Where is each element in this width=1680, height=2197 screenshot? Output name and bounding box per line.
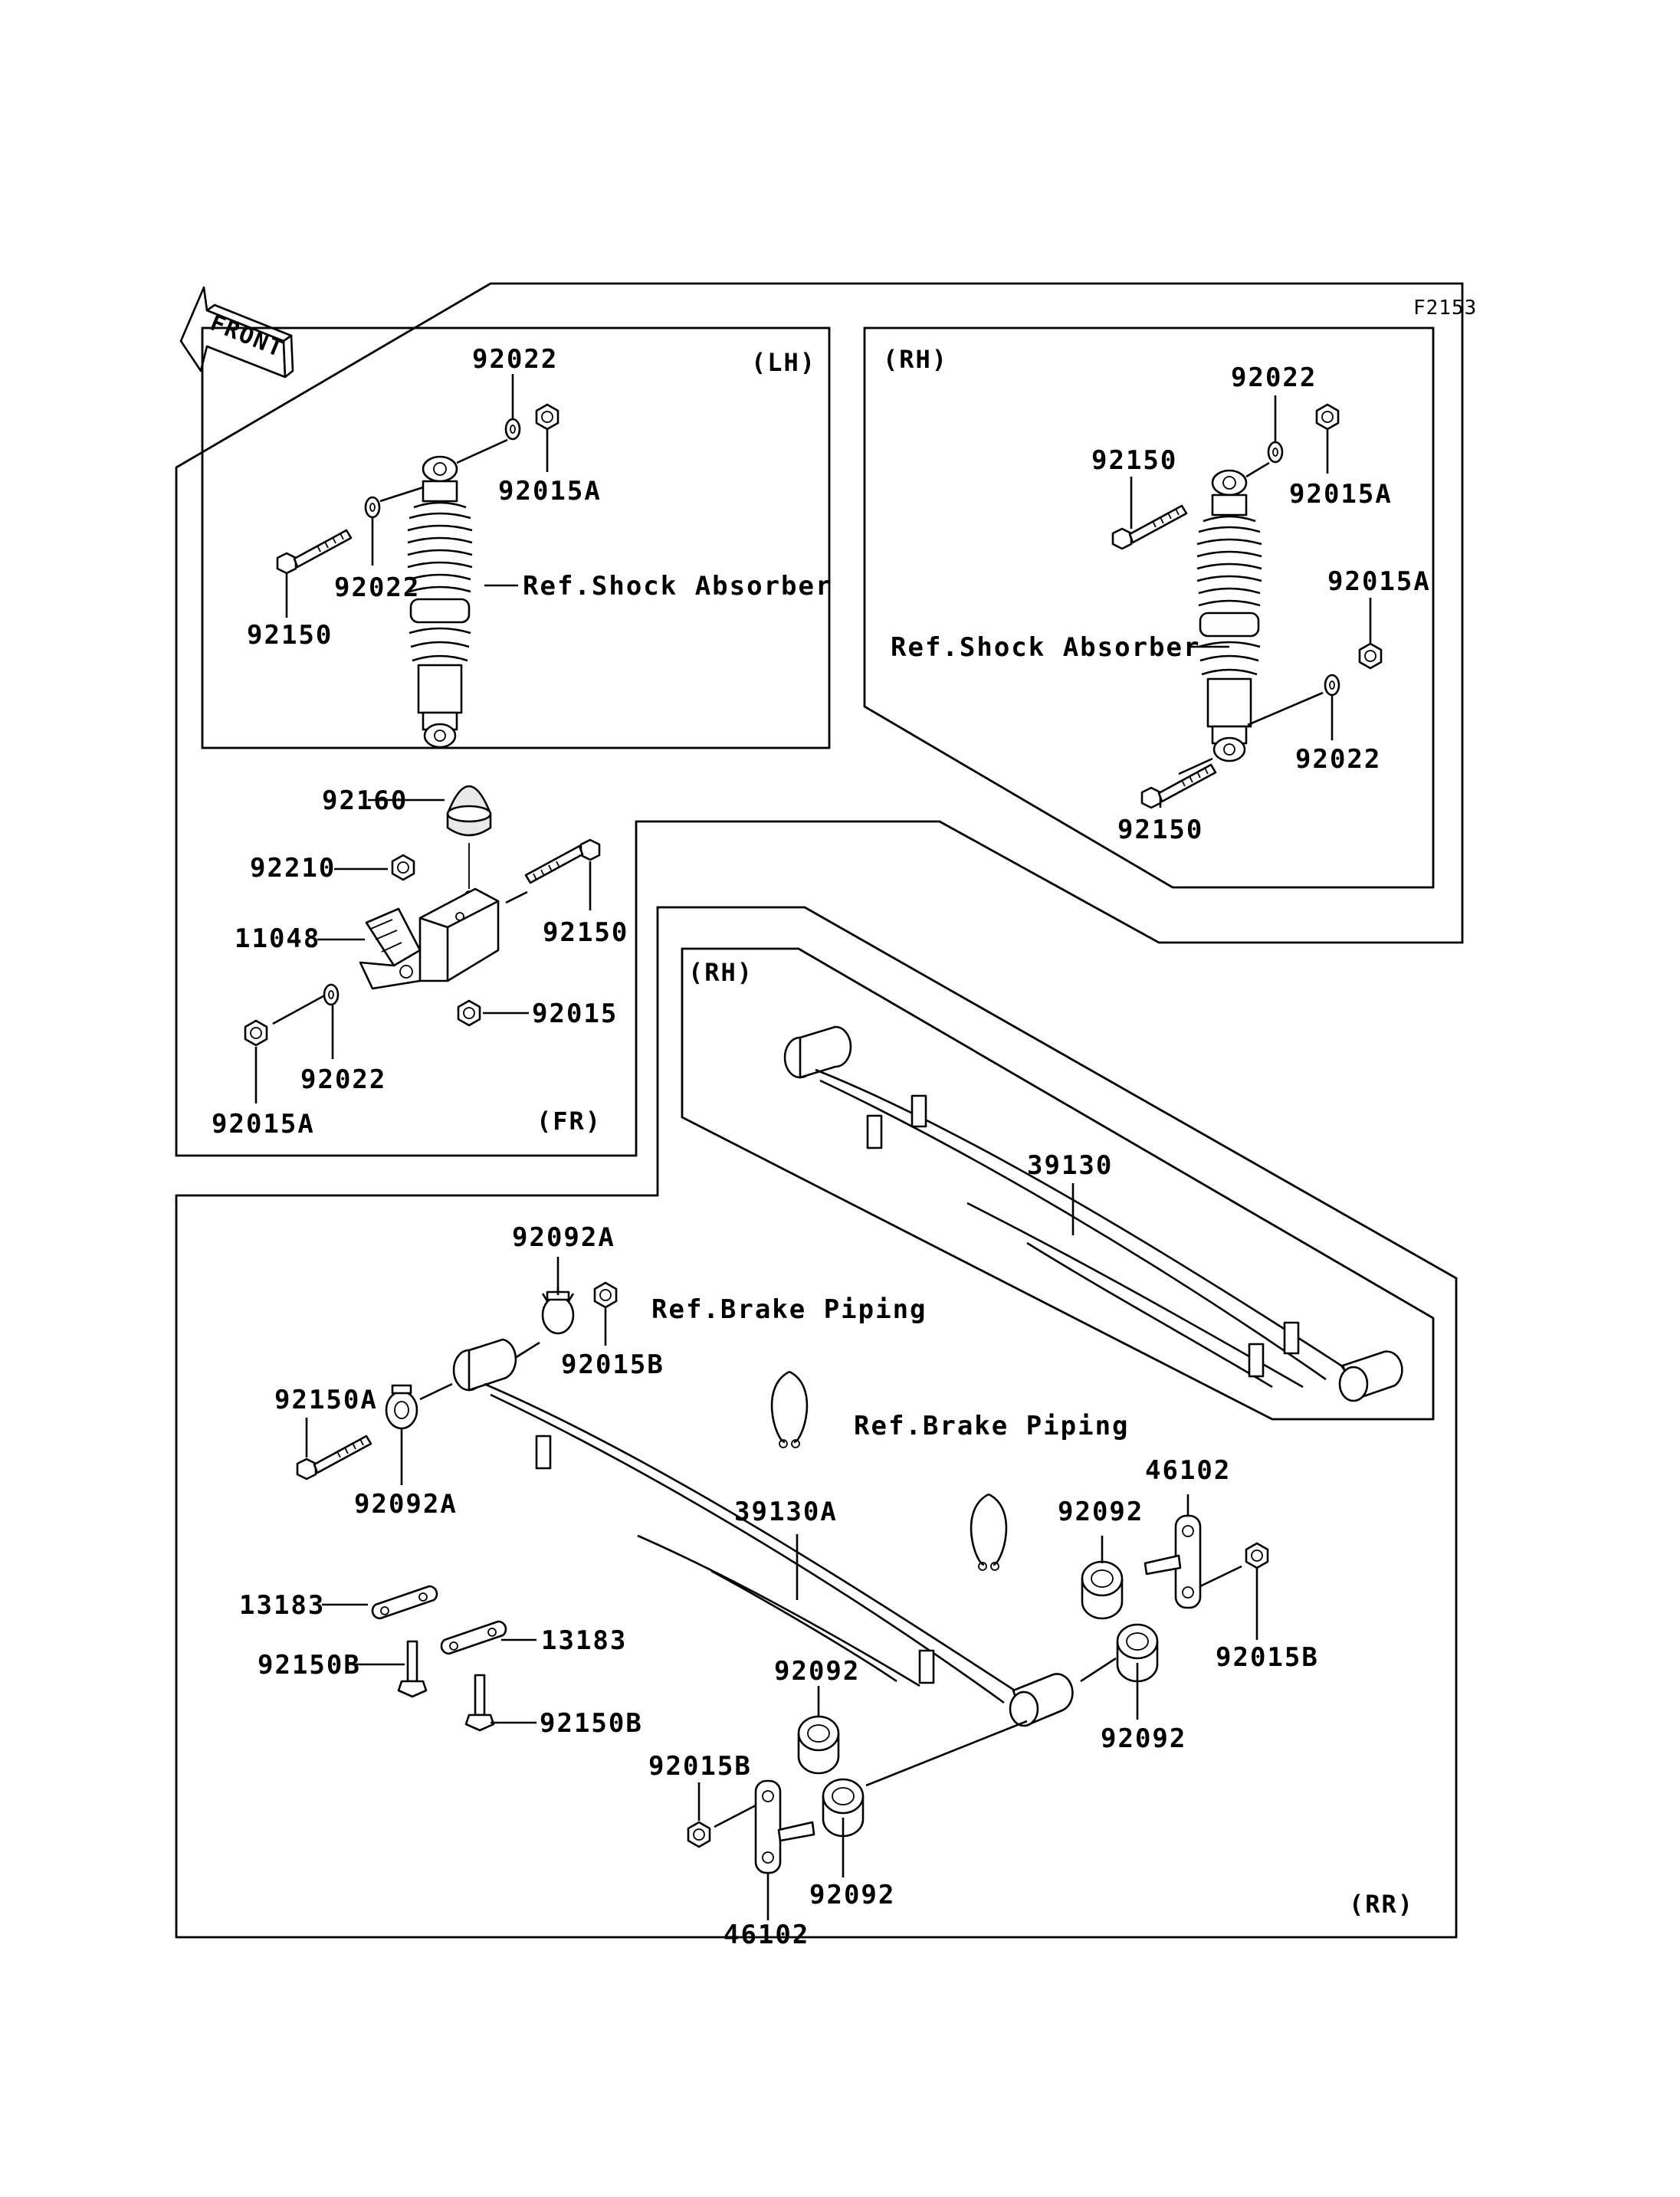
rr-label-46102-top: 46102 <box>1145 1455 1231 1486</box>
rh-shock-box <box>863 326 1435 889</box>
rh-label-92150: 92150 <box>1117 815 1203 845</box>
rr-bush-92092A-top <box>541 1287 575 1335</box>
rr-nut-92015B-l <box>687 1821 711 1848</box>
lh-ref-shock: Ref.Shock Absorber <box>523 571 832 602</box>
fr-bracket-11048 <box>359 887 500 990</box>
rh-bolt-92150 <box>1140 763 1217 809</box>
fr-label-11048: 11048 <box>235 923 320 954</box>
fr-bracket-group <box>244 785 601 1047</box>
rr-leaf-spring-39130A <box>419 1338 1074 1727</box>
section-rh-spring: (RH) <box>688 958 753 987</box>
rh-washer-92022 <box>1324 674 1340 697</box>
rh-leaf-spring-39130 <box>783 1025 1403 1402</box>
fr-label-92160: 92160 <box>322 785 408 816</box>
fr-label-92022: 92022 <box>300 1064 386 1095</box>
rh-label-92015A-top: 92015A <box>1289 479 1393 510</box>
fr-label-92210: 92210 <box>250 853 336 884</box>
rr-label-92092-m1: 92092 <box>774 1656 860 1687</box>
rr-label-92015B-top: 92015B <box>561 1349 664 1380</box>
rh-spring-box <box>681 947 1435 1421</box>
rr-bolt-92150A <box>296 1435 372 1481</box>
lh-shock-box <box>201 326 831 749</box>
lh-label-92150: 92150 <box>247 620 333 651</box>
rr-bolt-92150B-l <box>397 1640 428 1698</box>
rh-nut-92015A-top <box>1315 403 1340 431</box>
rr-plate-13183-l <box>371 1585 438 1620</box>
fr-nut-92015A <box>244 1019 268 1047</box>
section-fr: (FR) <box>536 1107 602 1136</box>
rr-label-92092-r2: 92092 <box>1101 1723 1186 1754</box>
rr-bush-92092-m1 <box>797 1715 840 1775</box>
fr-label-92015A: 92015A <box>212 1109 315 1139</box>
lh-bolt-92150 <box>276 529 353 575</box>
rh-label-92022-top: 92022 <box>1231 362 1317 393</box>
rr-label-92150B-l: 92150B <box>258 1650 361 1681</box>
fr-nut-92210 <box>391 854 415 881</box>
sp-label-39130: 39130 <box>1027 1150 1113 1181</box>
rr-leaders <box>305 1257 1258 1920</box>
rr-shackle-46102-bot <box>754 1779 782 1874</box>
rr-ref-brake-2: Ref.Brake Piping <box>854 1411 1130 1441</box>
rr-label-13183-r: 13183 <box>541 1625 627 1656</box>
front-group-frame <box>175 282 1464 1157</box>
rr-label-92092-r1: 92092 <box>1058 1497 1144 1527</box>
rr-bush-92092A <box>385 1384 418 1430</box>
lh-nut-92015A <box>535 403 559 431</box>
fr-washer-92022 <box>323 983 340 1006</box>
rh-leaders <box>1130 395 1372 808</box>
rr-label-13183-l: 13183 <box>239 1590 325 1621</box>
figure-code: F2153 <box>1413 297 1477 320</box>
rh-label-92022: 92022 <box>1295 744 1381 775</box>
rr-plate-13183-r <box>440 1620 507 1655</box>
fr-label-92015: 92015 <box>532 998 618 1029</box>
rh-shock-absorber <box>1111 403 1383 809</box>
rh-label-92015A: 92015A <box>1327 566 1431 597</box>
lh-shock-absorber <box>276 403 559 749</box>
rr-label-92015B-l: 92015B <box>648 1751 752 1782</box>
rr-label-39130A: 39130A <box>734 1497 838 1527</box>
rr-label-92092A-top: 92092A <box>512 1222 615 1253</box>
rr-hardware <box>296 1281 1269 1874</box>
section-lh: (LH) <box>751 348 816 377</box>
rr-nut-92015B-r <box>1245 1542 1269 1569</box>
rh-nut-92015A <box>1358 642 1383 670</box>
front-arrow: FRONT <box>179 286 294 379</box>
rh-bolt-92150-top <box>1111 504 1188 550</box>
rr-label-92092A: 92092A <box>354 1489 458 1520</box>
rr-ref-brake-1: Ref.Brake Piping <box>651 1294 927 1325</box>
lh-washer-92022-top <box>504 418 521 441</box>
rear-group-frame <box>175 906 1458 1939</box>
rr-nut-92015B-top <box>593 1281 618 1309</box>
rr-label-92015B-r: 92015B <box>1216 1642 1319 1673</box>
lh-label-92022-top: 92022 <box>472 344 558 375</box>
section-rh-shock: (RH) <box>883 345 948 374</box>
rr-brake-clip-1 <box>770 1370 809 1449</box>
rh-ref-shock: Ref.Shock Absorber <box>891 632 1200 663</box>
fr-label-92150: 92150 <box>543 917 628 948</box>
rr-label-46102-bot: 46102 <box>724 1920 809 1950</box>
rr-bush-92092-r1 <box>1081 1560 1124 1620</box>
fr-leaders <box>254 798 592 1103</box>
rr-bolt-92150B-r <box>464 1674 495 1732</box>
rr-brake-clip-2 <box>970 1493 1008 1572</box>
rr-label-92150B-r: 92150B <box>540 1708 643 1739</box>
lh-leaders <box>285 374 549 618</box>
rr-label-92092-m2: 92092 <box>809 1880 895 1910</box>
fr-nut-92015 <box>457 999 481 1027</box>
lh-washer-92022 <box>364 496 381 519</box>
rh-washer-92022-top <box>1267 441 1284 464</box>
rr-label-92150A: 92150A <box>274 1385 378 1415</box>
lh-label-92015A: 92015A <box>498 476 602 507</box>
section-rr: (RR) <box>1349 1890 1414 1919</box>
lh-label-92022: 92022 <box>334 572 420 603</box>
rh-label-92150-top: 92150 <box>1091 445 1177 476</box>
